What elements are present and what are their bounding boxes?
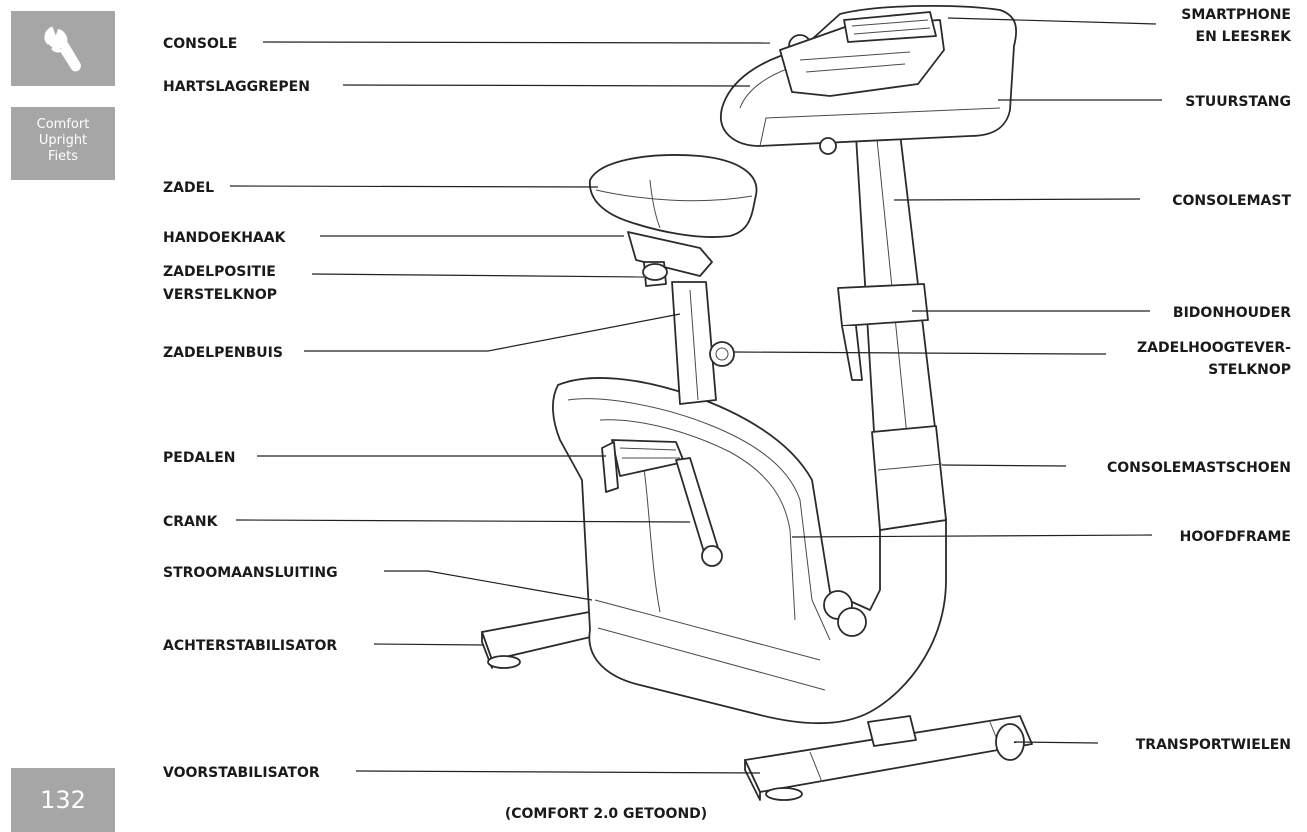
label-seat-height-2: STELKNOP [1208,362,1291,378]
label-power-inlet: STROOMAANSLUITING [163,565,338,581]
seat-shape [589,154,758,238]
label-seat-position-2: VERSTELKNOP [163,287,277,303]
label-pedals: PEDALEN [163,450,235,466]
leader-lines [229,17,1162,774]
seat-post-shape [671,281,735,405]
label-console: CONSOLE [163,36,237,52]
label-towel-hook: HANDOEKHAAK [163,230,287,246]
label-seat: ZADEL [163,180,214,196]
part-labels: CONSOLE HARTSLAGGREPEN ZADEL HANDOEKHAAK… [163,7,1292,781]
bike-illustration [481,5,1033,801]
model-line-3: Fiets [47,149,78,164]
model-tab: Comfort Upright Fiets [11,107,115,180]
console-shape [779,11,945,97]
label-transport-wheels: TRANSPORTWIELEN [1136,737,1291,753]
label-mast-shroud: CONSOLEMASTSCHOEN [1107,460,1291,476]
label-handlebar: STUURSTANG [1185,94,1291,110]
label-console-mast: CONSOLEMAST [1172,193,1291,209]
console-mast-shape [837,65,947,531]
label-seat-position-1: ZADELPOSITIE [163,264,276,280]
pedal-crank-shape [601,439,723,567]
diagram-caption: (COMFORT 2.0 GETOOND) [505,806,707,822]
seat-rail-shape [627,231,713,287]
label-rear-stabilizer: ACHTERSTABILISATOR [163,638,337,654]
label-crank: CRANK [163,514,219,530]
model-line-2: Upright [38,133,88,148]
label-front-stabilizer: VOORSTABILISATOR [163,765,320,781]
label-heartrate-grips: HARTSLAGGREPEN [163,79,310,95]
label-main-frame: HOOFDFRAME [1180,529,1291,545]
front-stabilizer-shape [744,715,1033,801]
page-number: 132 [11,768,115,832]
label-smartphone-2: EN LEESREK [1196,29,1293,45]
tool-tab [11,11,115,86]
wrench-icon [44,26,81,72]
label-seat-post: ZADELPENBUIS [163,345,283,361]
label-bottle-holder: BIDONHOUDER [1173,305,1291,321]
model-line-1: Comfort [36,117,90,132]
label-smartphone-1: SMARTPHONE [1181,7,1291,23]
label-seat-height-1: ZADELHOOGTEVER- [1137,340,1291,356]
